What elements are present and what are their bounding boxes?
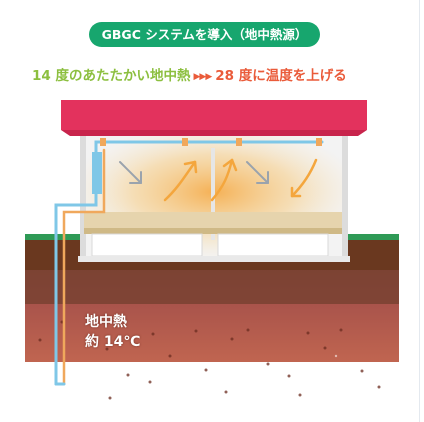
planting-bench [84, 212, 342, 230]
temperature-comparison: 14 度のあたたかい地中熱▶▶▶28 度に温度を上げる [32, 66, 347, 86]
heat-pipes [54, 138, 324, 386]
ground-heat-label-title: 地中熱 [85, 314, 127, 330]
ground-heat-label-temperature: 約 14℃ [85, 334, 141, 350]
warm-air-arrow-icon [210, 158, 238, 202]
greenhouse-roof [61, 100, 367, 130]
soil-dots [38, 320, 381, 400]
cool-air-arrow-icon [119, 161, 142, 184]
soil-dots-light [118, 343, 338, 383]
warm-air-arrow-icon [163, 160, 198, 202]
cool-air-arrow-icon [246, 161, 269, 184]
target-temperature-text: 28 度に温度を上げる [215, 68, 347, 84]
arrow-icons: ▶▶▶ [193, 72, 213, 82]
system-badge: GBGC システムを導入（地中熱源） [89, 22, 320, 47]
ground-heat-label: 地中熱 約 14℃ [85, 312, 140, 352]
warm-air-arrow-icon [290, 158, 318, 198]
airflow-arrows [119, 158, 318, 202]
greenhouse [61, 100, 367, 262]
ground-heat-temperature-text: 14 度のあたたかい地中熱 [32, 68, 191, 84]
right-edge-divider [419, 0, 420, 422]
